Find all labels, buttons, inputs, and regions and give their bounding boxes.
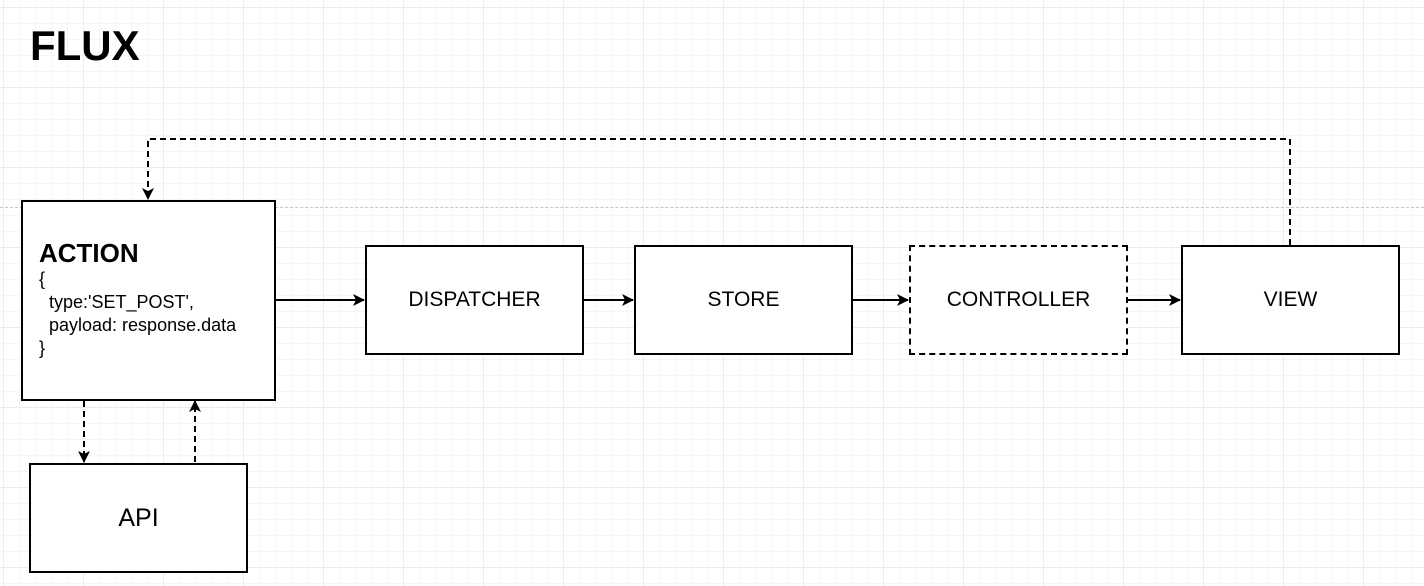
action-code-line-3: payload: response.data: [39, 315, 237, 335]
store-label: STORE: [707, 288, 780, 311]
action-code-line-4: }: [39, 338, 46, 358]
dispatcher-node[interactable]: DISPATCHER: [365, 245, 584, 355]
controller-node[interactable]: CONTROLLER: [909, 245, 1128, 355]
api-label: API: [118, 503, 159, 532]
dispatcher-label: DISPATCHER: [408, 288, 541, 311]
api-node[interactable]: API: [29, 463, 248, 573]
controller-label: CONTROLLER: [946, 288, 1091, 311]
action-code-line-1: {: [39, 269, 46, 289]
action-title: ACTION: [39, 238, 139, 268]
action-code-line-2: type:'SET_POST',: [39, 292, 194, 312]
action-node[interactable]: ACTION { type:'SET_POST', payload: respo…: [21, 200, 276, 401]
store-node[interactable]: STORE: [634, 245, 853, 355]
view-node[interactable]: VIEW: [1181, 245, 1400, 355]
view-label: VIEW: [1263, 288, 1318, 311]
edge-view-to-action: [142, 138, 1291, 245]
diagram-title: FLUX: [30, 22, 140, 69]
guide-line: [0, 207, 1424, 208]
